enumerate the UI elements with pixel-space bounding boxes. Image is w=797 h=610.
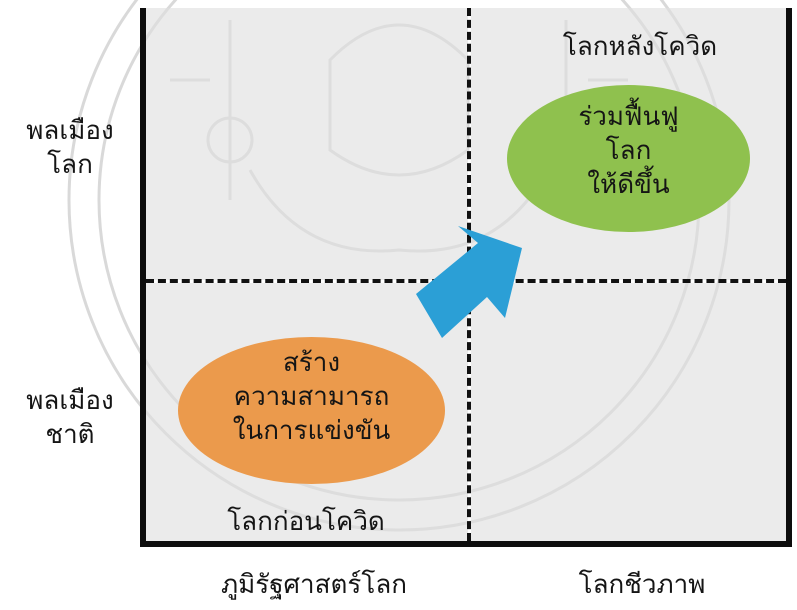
y-label-national-citizen: พลเมือง ชาติ bbox=[26, 386, 114, 450]
quadrant-bottom-right bbox=[471, 283, 786, 541]
y-label-global-citizen: พลเมือง โลก bbox=[26, 116, 114, 180]
quadrant-label-before-covid: โลกก่อนโควิด bbox=[227, 507, 385, 537]
orange-oval bbox=[178, 337, 445, 484]
x-label-geopolitics: ภูมิรัฐศาสตร์โลก bbox=[220, 570, 408, 600]
quadrant-top-left bbox=[146, 8, 468, 280]
orange-oval-text: สร้าง ความสามารถ ในการแข่งขัน bbox=[232, 348, 391, 446]
x-label-bio-world: โลกชีวภาพ bbox=[578, 570, 706, 600]
quadrant-label-after-covid: โลกหลังโควิด bbox=[562, 32, 718, 62]
vertical-divider bbox=[467, 8, 471, 541]
green-oval-text: ร่วมฟื้นฟู โลก ให้ดีขึ้น bbox=[578, 102, 679, 200]
horizontal-divider bbox=[146, 279, 786, 283]
matrix-frame bbox=[140, 8, 792, 547]
green-oval bbox=[507, 85, 750, 232]
